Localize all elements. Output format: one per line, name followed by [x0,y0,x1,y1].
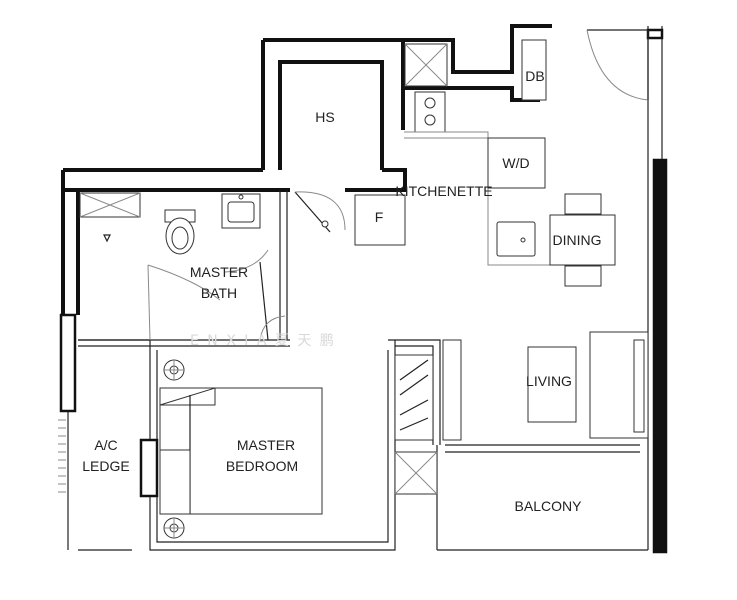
shower-screen [147,264,151,341]
label-hs: HS [315,109,334,125]
kitchen-counter [404,131,550,266]
wardrobe [394,354,434,441]
label-kitchenette: KITCHENETTE [395,183,492,199]
kitchen-sink [496,221,536,257]
window-left [59,313,77,413]
room-labels: HS KITCHENETTE W/D DB F DINING MASTER BA… [82,68,601,514]
window-bedroom [139,438,159,498]
main-door [586,29,649,101]
window-top-right [646,28,664,40]
watermark: E N X I A 夏 天 鹏 [190,333,336,349]
label-db: DB [525,68,544,84]
label-balcony: BALCONY [515,498,583,514]
vent-box-kitchen [404,43,448,87]
fridge-box [354,194,406,246]
washer-dryer-box [487,137,546,189]
label-f: F [375,209,384,225]
windows [59,28,668,554]
window-right [652,158,668,554]
db-box [521,39,547,101]
wash-basin [221,193,261,229]
hs-door [294,191,346,233]
bedroom-door-swing [259,315,286,341]
shower-head-icon [103,234,111,243]
walls [61,24,663,551]
dining-set [549,193,616,287]
label-master-bath-line1: MASTER [190,264,248,280]
label-ac-ledge-line1: A/C [94,437,117,453]
shower-door-swing [147,264,221,301]
ac-ledge-grille [58,419,66,493]
label-dining: DINING [553,232,602,248]
vent-box-bath [79,192,141,218]
label-ac-ledge-line2: LEDGE [82,458,129,474]
label-living: LIVING [526,373,572,389]
toilet [164,209,196,255]
bedside-lamp-top [163,359,185,381]
label-master-bedroom-line1: MASTER [237,437,295,453]
fixtures [58,29,649,539]
bath-door-swing [224,249,269,273]
label-master-bedroom-line2: BEDROOM [226,458,298,474]
living-furniture [442,331,649,441]
stove [414,91,446,133]
label-wd: W/D [502,155,529,171]
label-master-bath-line2: BATH [201,285,237,301]
bedside-lamp-bottom [163,517,185,539]
bed [159,387,323,515]
vent-box-bedroom [394,451,438,495]
